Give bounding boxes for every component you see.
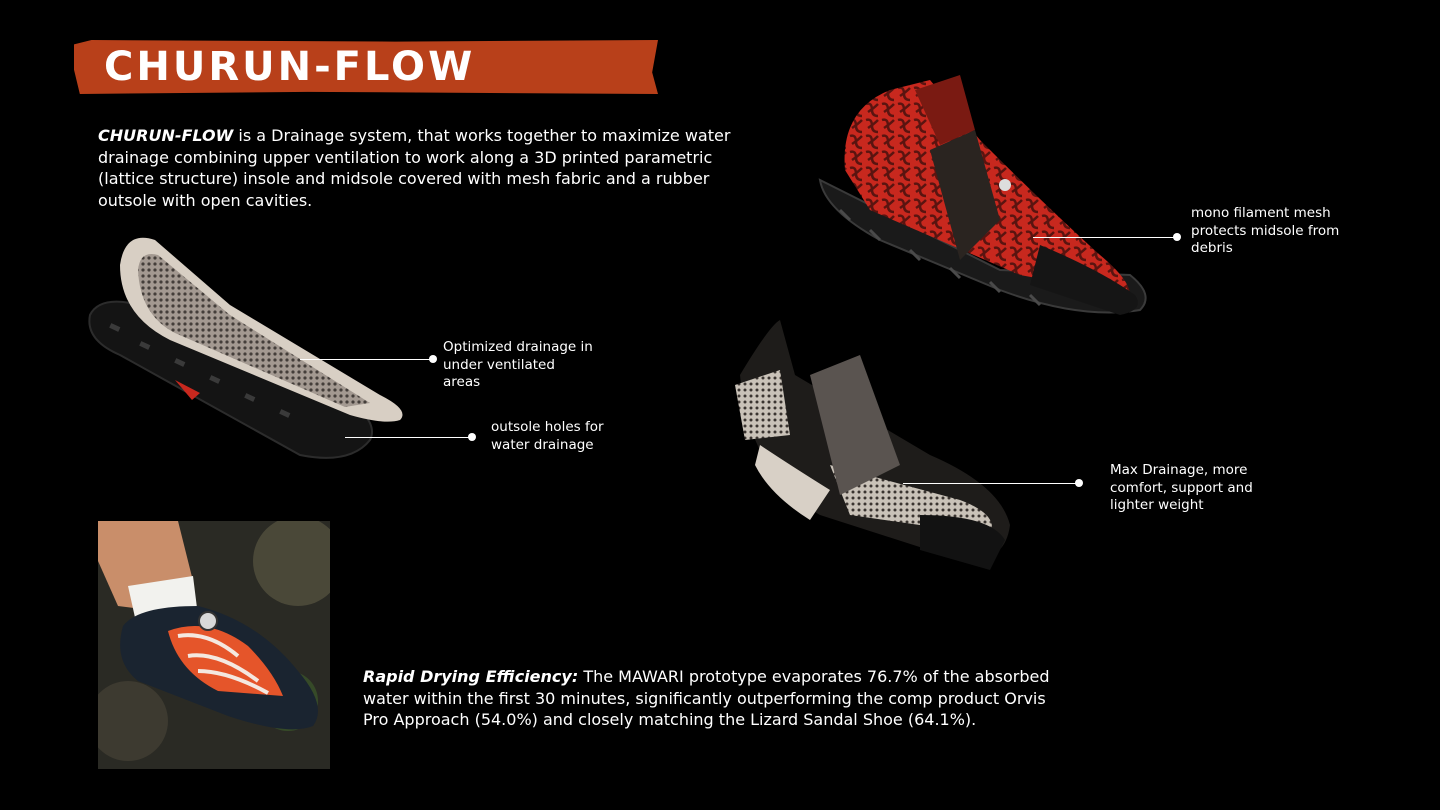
intro-paragraph: CHURUN-FLOW is a Drainage system, that w… bbox=[98, 125, 738, 211]
callout-mono-filament: mono filament mesh protects midsole from… bbox=[1191, 205, 1340, 256]
insole-exploded-illustration bbox=[88, 237, 403, 459]
rapid-drying-paragraph: Rapid Drying Efficiency: The MAWARI prot… bbox=[363, 666, 1053, 731]
title-banner bbox=[74, 40, 658, 94]
rapid-lead: Rapid Drying Efficiency: bbox=[363, 667, 579, 686]
callout-optimized-drainage: Optimized drainage in under ventilated a… bbox=[443, 339, 593, 390]
rapid-text: The MAWARI prototype evaporates 76.7% of… bbox=[363, 667, 1050, 729]
callout-dot-optimized bbox=[429, 355, 437, 363]
shoe-on-foot-photo bbox=[98, 521, 330, 769]
cutaway-shoe-illustration bbox=[735, 320, 1010, 570]
red-mesh-shoe-illustration bbox=[818, 75, 1147, 315]
callout-dot-mono bbox=[1173, 233, 1181, 241]
intro-text: is a Drainage system, that works togethe… bbox=[98, 126, 731, 210]
callout-line-outsole bbox=[345, 437, 473, 438]
intro-lead: CHURUN-FLOW bbox=[98, 126, 234, 145]
callout-line-max bbox=[903, 483, 1078, 484]
callout-line-mono bbox=[1033, 237, 1176, 238]
callout-max-drainage: Max Drainage, more comfort, support and … bbox=[1110, 462, 1253, 513]
callout-dot-max bbox=[1075, 479, 1083, 487]
page-title: CHURUN-FLOW bbox=[104, 44, 476, 90]
callout-dot-outsole bbox=[468, 433, 476, 441]
callout-outsole-holes: outsole holes for water drainage bbox=[491, 419, 604, 453]
callout-line-optimized bbox=[300, 359, 433, 360]
